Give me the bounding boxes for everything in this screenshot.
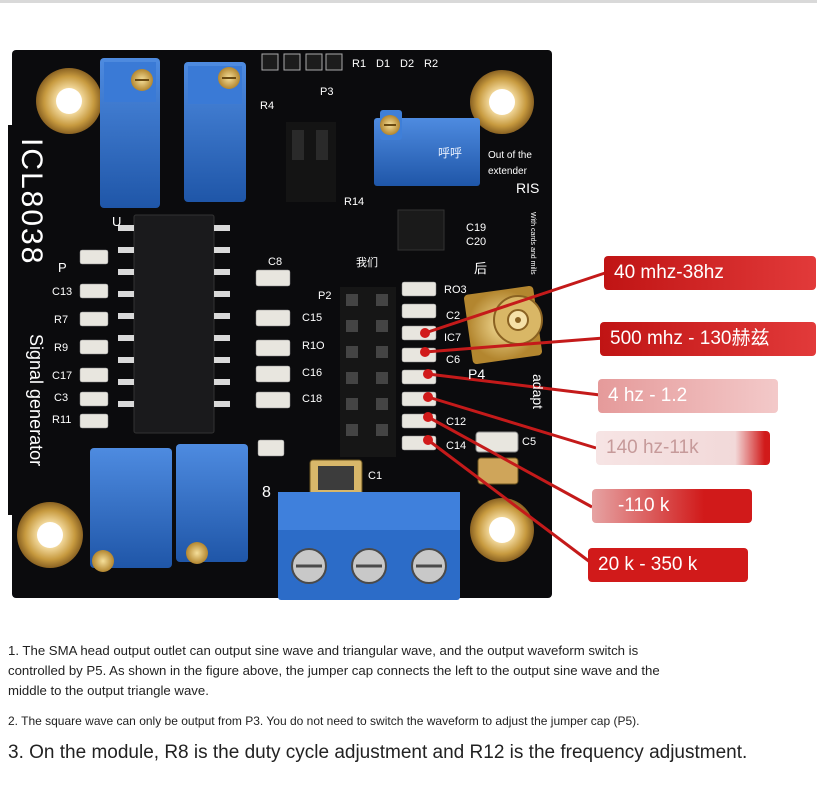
- capacitor-c1: [309, 459, 363, 497]
- silk-c17: C17: [52, 370, 73, 382]
- silk-r1: R1: [352, 58, 367, 70]
- silk-r2: R2: [424, 58, 439, 70]
- board-subtitle-vertical: Signal generator: [26, 334, 46, 467]
- silk-r7: R7: [54, 314, 69, 326]
- top-divider: [0, 0, 817, 3]
- smd-right-column: [401, 281, 437, 451]
- silk-c2: C2: [446, 310, 461, 322]
- freq-label-6: 20 k - 350 k: [588, 548, 748, 582]
- note-1-line-b: controlled by P5. As shown in the figure…: [8, 663, 660, 678]
- smd-center-column: [255, 269, 291, 457]
- silk-p3: P3: [320, 86, 334, 98]
- silk-we: 我们: [356, 257, 378, 269]
- potentiometer-bottom-2: [176, 444, 248, 564]
- jumper-header-p2: [340, 287, 396, 457]
- silk-p2: P2: [318, 290, 332, 302]
- silk-c3: C3: [54, 392, 69, 404]
- silk-c5: C5: [522, 436, 537, 448]
- silk-c18: C18: [302, 393, 323, 405]
- potentiometer-bottom-1: [90, 448, 172, 572]
- silk-c1: C1: [368, 470, 383, 482]
- silk-r4: R4: [260, 100, 275, 112]
- potentiometer-top-1: [100, 58, 160, 208]
- silk-p4: P4: [468, 366, 486, 382]
- potentiometer-right: [374, 110, 480, 186]
- freq-label-5: -110 k: [592, 489, 752, 523]
- left-white-strip: [8, 125, 54, 515]
- annotation-dots: [420, 328, 433, 445]
- capacitor-c5: [475, 431, 519, 485]
- screw-terminal: [278, 492, 460, 600]
- sma-note-line-2: extender: [488, 166, 527, 177]
- note-1-line-c: middle to the output triangle wave.: [8, 683, 209, 698]
- silk-ro3: RO3: [444, 284, 467, 296]
- main-ic-dip: [118, 214, 230, 434]
- top-pin-header: [261, 53, 343, 71]
- silk-c16: C16: [302, 367, 323, 379]
- silk-c8: C8: [268, 256, 283, 268]
- terminal-label: 8: [262, 484, 271, 501]
- silk-pot-cn: 呼呼: [438, 146, 463, 160]
- silk-c20: C20: [466, 236, 487, 248]
- mounting-hole-bottom-left: [17, 502, 83, 568]
- potentiometer-top-2: [184, 62, 246, 202]
- sma-note-suffix: RIS: [516, 180, 540, 196]
- mounting-hole-bottom-right: [470, 498, 534, 562]
- mounting-hole-top-right: [470, 70, 534, 134]
- silk-r10: R1O: [302, 340, 325, 352]
- small-vertical-note: With cards and mills: [529, 212, 536, 275]
- silk-c12: C12: [446, 416, 467, 428]
- annotation-lines: [424, 270, 609, 564]
- smd-left-column: [79, 249, 109, 429]
- silk-c6: C6: [446, 354, 461, 366]
- sma-note-line-1: Out of the: [488, 150, 532, 161]
- silk-c15: C15: [302, 312, 323, 324]
- freq-label-2: 500 mhz - 130赫兹: [600, 322, 816, 356]
- silk-p: P: [58, 260, 67, 275]
- note-3: 3. On the module, R8 is the duty cycle a…: [8, 742, 748, 763]
- silk-ic7: IC7: [444, 332, 462, 344]
- silk-u: U: [112, 214, 122, 229]
- silk-d1: D1: [376, 58, 391, 70]
- freq-label-3: 4 hz - 1.2: [598, 379, 778, 413]
- board-title-vertical: ICL8038: [15, 138, 48, 266]
- note-2: 2. The square wave can only be output fr…: [8, 714, 640, 728]
- silk-c19: C19: [466, 222, 487, 234]
- silk-hou: 后: [474, 261, 488, 276]
- silk-c13: C13: [52, 286, 73, 298]
- silk-r14: R14: [344, 196, 365, 208]
- silk-r9: R9: [54, 342, 69, 354]
- jumper-header-p3: [286, 122, 336, 202]
- silk-d2: D2: [400, 58, 415, 70]
- freq-label-1: 40 mhz-38hz: [604, 256, 816, 290]
- freq-label-4: 140 hz-11k: [596, 431, 770, 465]
- adapt-label: adapt: [530, 374, 546, 410]
- product-photo: [8, 50, 609, 600]
- soic-ic: [397, 209, 445, 251]
- note-1-line-a: 1. The SMA head output outlet can output…: [8, 643, 639, 658]
- silk-c14: C14: [446, 440, 467, 452]
- sma-connector: [463, 285, 543, 365]
- silk-r11: R11: [52, 414, 72, 426]
- mounting-hole-top-left: [36, 68, 102, 134]
